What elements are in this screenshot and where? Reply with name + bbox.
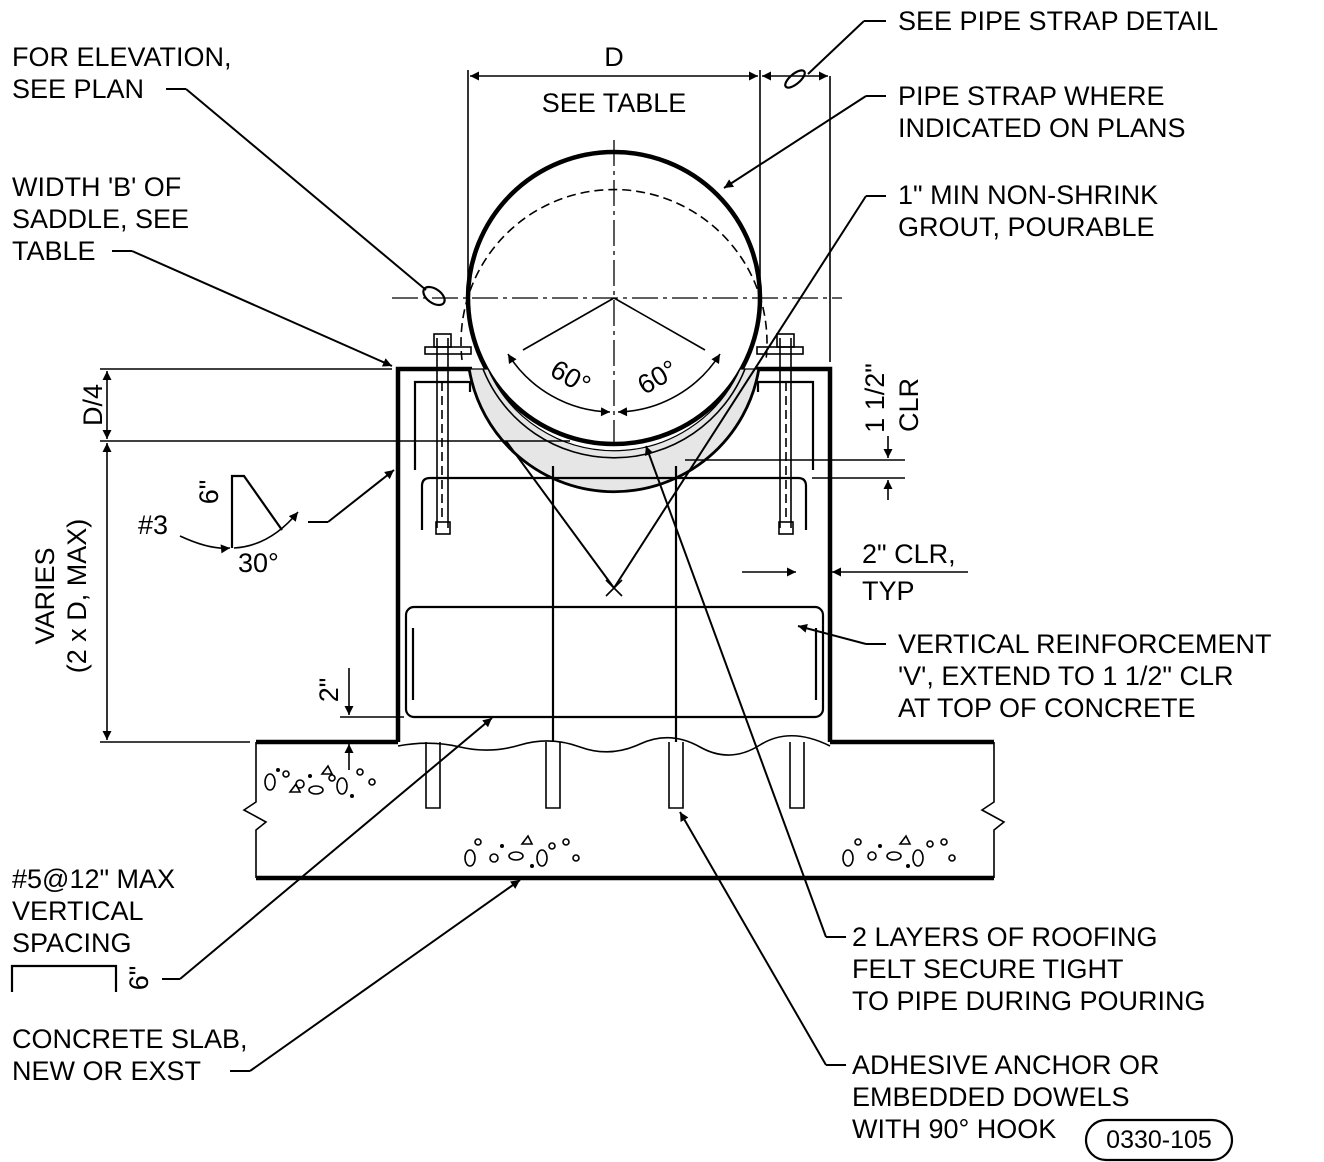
anchor-bolt-right bbox=[756, 333, 804, 535]
dimension-d-label: D bbox=[604, 42, 624, 72]
callout-grout: 1" MIN NON-SHRINK GROUT, POURABLE bbox=[505, 180, 1158, 597]
svg-text:GROUT, POURABLE: GROUT, POURABLE bbox=[898, 212, 1155, 242]
callout-vertical-reinforcement: VERTICAL REINFORCEMENT 'V', EXTEND TO 1 … bbox=[797, 623, 1272, 723]
clear-side-label-1: 2" CLR, bbox=[862, 539, 956, 569]
dimension-d: D SEE TABLE bbox=[467, 42, 831, 362]
see-table-label: SEE TABLE bbox=[542, 88, 687, 118]
callout-width-b: WIDTH 'B' OF SADDLE, SEE TABLE bbox=[12, 172, 393, 367]
pipe bbox=[392, 140, 842, 492]
dimension-two-inch: 2" bbox=[314, 668, 404, 770]
pipe-60-ray-right bbox=[613, 297, 706, 351]
reinforcement bbox=[404, 380, 825, 809]
svg-text:FELT SECURE TIGHT: FELT SECURE TIGHT bbox=[852, 954, 1124, 984]
angle-arc-left bbox=[507, 353, 611, 417]
dimension-varies: VARIES (2 x D, MAX) bbox=[30, 443, 250, 743]
svg-text:AT TOP OF CONCRETE: AT TOP OF CONCRETE bbox=[898, 693, 1196, 723]
bar-angle-label: 30° bbox=[238, 548, 279, 578]
saddle bbox=[100, 366, 905, 742]
slab-break-left bbox=[242, 742, 268, 878]
upper-stirrup bbox=[420, 476, 808, 530]
hairpin-bar-detail: #3 6" 30° bbox=[138, 469, 395, 578]
angle-left-label: 60° bbox=[545, 354, 595, 400]
varies-max-label: (2 x D, MAX) bbox=[62, 519, 92, 674]
anchor-bolt-left bbox=[424, 333, 472, 535]
callout-spacing: #5@12" MAX VERTICAL SPACING 6" bbox=[10, 717, 493, 992]
roofing-felt-line bbox=[482, 368, 746, 459]
svg-text:TO PIPE DURING POURING: TO PIPE DURING POURING bbox=[852, 986, 1206, 1016]
clear-top-label-2: CLR bbox=[894, 378, 924, 432]
svg-text:SPACING: SPACING bbox=[12, 928, 132, 958]
clear-side-label-2: TYP bbox=[862, 576, 915, 606]
pipe-60-ray-left bbox=[522, 297, 615, 351]
dimension-d-quarter: D/4 bbox=[78, 371, 112, 439]
svg-text:TABLE: TABLE bbox=[12, 236, 96, 266]
aggregate-hatch-1 bbox=[264, 764, 376, 798]
svg-text:ADHESIVE ANCHOR OR: ADHESIVE ANCHOR OR bbox=[852, 1050, 1160, 1080]
svg-text:#5@12" MAX: #5@12" MAX bbox=[12, 864, 175, 894]
svg-text:WIDTH 'B' OF: WIDTH 'B' OF bbox=[12, 172, 181, 202]
svg-text:'V', EXTEND TO 1 1/2" CLR: 'V', EXTEND TO 1 1/2" CLR bbox=[898, 661, 1234, 691]
detail-id-label: 0330-105 bbox=[1106, 1126, 1212, 1154]
svg-text:PIPE STRAP WHERE: PIPE STRAP WHERE bbox=[898, 81, 1165, 111]
callout-roofing-felt: 2 LAYERS OF ROOFING FELT SECURE TIGHT TO… bbox=[644, 445, 1206, 1016]
lower-stirrup bbox=[404, 605, 825, 719]
svg-text:WITH 90° HOOK: WITH 90° HOOK bbox=[852, 1114, 1056, 1144]
callout-strap-detail: SEE PIPE STRAP DETAIL bbox=[807, 6, 1218, 75]
slab-break-right bbox=[980, 742, 1006, 878]
svg-text:INDICATED ON PLANS: INDICATED ON PLANS bbox=[898, 113, 1186, 143]
callout-slab: CONCRETE SLAB, NEW OR EXST bbox=[12, 879, 521, 1086]
svg-text:EMBEDDED DOWELS: EMBEDDED DOWELS bbox=[852, 1082, 1130, 1112]
callout-anchor: ADHESIVE ANCHOR OR EMBEDDED DOWELS WITH … bbox=[679, 811, 1160, 1144]
svg-text:VERTICAL: VERTICAL bbox=[12, 896, 144, 926]
dowel-3 bbox=[668, 742, 684, 809]
svg-text:SEE PLAN: SEE PLAN bbox=[12, 74, 144, 104]
varies-label: VARIES bbox=[30, 547, 60, 644]
dowel-4 bbox=[789, 742, 805, 809]
clear-top-label-1: 1 1/2" bbox=[860, 363, 890, 433]
svg-text:6": 6" bbox=[124, 966, 154, 991]
two-inch-label: 2" bbox=[314, 678, 344, 703]
svg-text:NEW OR EXST: NEW OR EXST bbox=[12, 1056, 201, 1086]
detail-id-badge: 0330-105 bbox=[1084, 1118, 1234, 1162]
callout-elevation: FOR ELEVATION, SEE PLAN bbox=[12, 42, 446, 307]
concrete-slab bbox=[242, 735, 1006, 881]
svg-text:FOR ELEVATION,: FOR ELEVATION, bbox=[12, 42, 232, 72]
bar-size-label: #3 bbox=[138, 510, 168, 540]
aggregate-hatch-3 bbox=[842, 834, 956, 868]
dowel-1 bbox=[425, 742, 441, 809]
dowels bbox=[425, 742, 805, 809]
dimension-d-quarter-label: D/4 bbox=[78, 384, 108, 426]
dimension-clear-top: 1 1/2" CLR bbox=[860, 363, 924, 500]
angle-arc-right bbox=[617, 353, 721, 417]
dimension-clear-side: 2" CLR, TYP bbox=[742, 539, 968, 606]
svg-text:VERTICAL REINFORCEMENT: VERTICAL REINFORCEMENT bbox=[898, 629, 1272, 659]
svg-text:SEE PIPE STRAP DETAIL: SEE PIPE STRAP DETAIL bbox=[898, 6, 1218, 36]
dowel-2 bbox=[545, 742, 561, 809]
svg-text:CONCRETE SLAB,: CONCRETE SLAB, bbox=[12, 1024, 248, 1054]
svg-text:SADDLE, SEE: SADDLE, SEE bbox=[12, 204, 189, 234]
bar-leg-label: 6" bbox=[194, 480, 224, 505]
callout-pipe-strap: PIPE STRAP WHERE INDICATED ON PLANS bbox=[723, 81, 1186, 189]
aggregate-hatch-2 bbox=[464, 834, 580, 868]
angle-right-label: 60° bbox=[632, 354, 682, 400]
svg-text:2 LAYERS OF ROOFING: 2 LAYERS OF ROOFING bbox=[852, 922, 1158, 952]
svg-text:1" MIN NON-SHRINK: 1" MIN NON-SHRINK bbox=[898, 180, 1158, 210]
construction-joint-line bbox=[397, 735, 831, 756]
